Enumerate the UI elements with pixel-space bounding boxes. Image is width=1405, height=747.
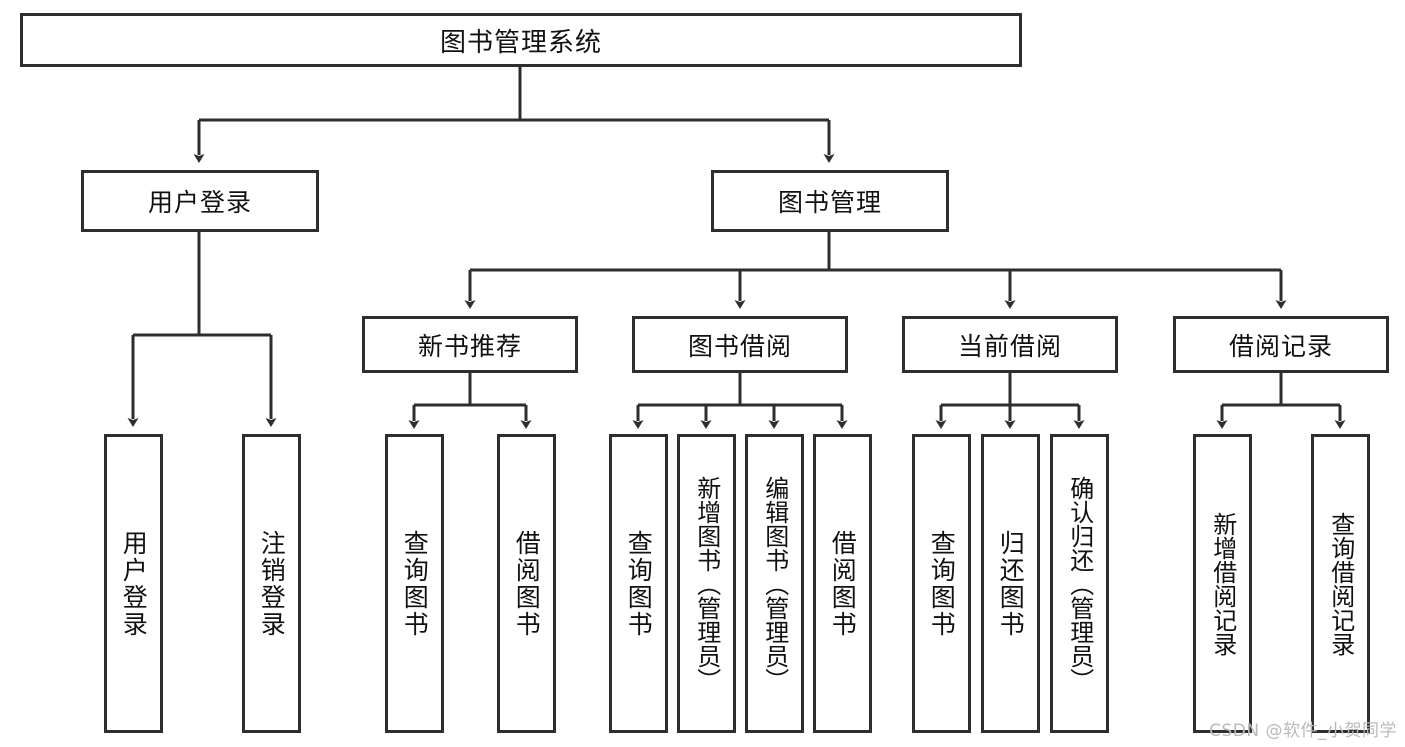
leaf-label: 用户登录 (119, 529, 149, 638)
leaf-new-book-query[interactable]: 查询图书 (385, 434, 444, 733)
leaf-label: 查询图书 (624, 529, 654, 638)
leaf-label: 查询图书 (400, 529, 430, 638)
leaf-label: 查询图书 (927, 529, 957, 638)
leaf-book-borrow-query[interactable]: 查询图书 (609, 434, 668, 733)
node-label: 借阅记录 (1228, 331, 1333, 361)
leaf-borrow-record-query[interactable]: 查询借阅记录 (1311, 434, 1370, 733)
node-label: 当前借阅 (957, 331, 1062, 361)
leaf-book-borrow-borrow[interactable]: 借阅图书 (813, 434, 872, 733)
leaf-label: 确认归还（管理员） (1065, 475, 1094, 692)
node-user-login[interactable]: 用户登录 (81, 170, 319, 232)
node-label: 图书借阅 (687, 331, 792, 361)
node-label: 图书管理 (777, 188, 882, 217)
leaf-label: 归还图书 (996, 529, 1026, 638)
leaf-borrow-record-add[interactable]: 新增借阅记录 (1193, 434, 1252, 733)
node-root-system[interactable]: 图书管理系统 (20, 13, 1022, 67)
leaf-label: 编辑图书（管理员） (760, 475, 789, 692)
leaf-label: 新增借阅记录 (1208, 511, 1237, 656)
leaf-label: 借阅图书 (512, 529, 542, 638)
leaf-current-borrow-query[interactable]: 查询图书 (912, 434, 971, 733)
node-book-borrow[interactable]: 图书借阅 (632, 316, 848, 373)
leaf-new-book-borrow[interactable]: 借阅图书 (497, 434, 556, 733)
node-label: 新书推荐 (417, 331, 522, 361)
leaf-user-login-logout[interactable]: 注销登录 (242, 434, 301, 733)
node-new-book-recommend[interactable]: 新书推荐 (362, 316, 578, 373)
node-label: 图书管理系统 (439, 27, 602, 58)
leaf-label: 借阅图书 (828, 529, 858, 638)
leaf-current-borrow-return[interactable]: 归还图书 (981, 434, 1040, 733)
leaf-label: 查询借阅记录 (1326, 511, 1355, 656)
node-book-management[interactable]: 图书管理 (711, 170, 949, 232)
node-current-borrow[interactable]: 当前借阅 (902, 316, 1118, 373)
csdn-watermark: CSDN @软件_小贺同学 (1209, 721, 1397, 741)
leaf-user-login-login[interactable]: 用户登录 (104, 434, 163, 733)
leaf-label: 注销登录 (257, 529, 287, 638)
node-label: 用户登录 (147, 188, 252, 217)
leaf-book-borrow-add[interactable]: 新增图书（管理员） (677, 434, 736, 733)
leaf-book-borrow-edit[interactable]: 编辑图书（管理员） (745, 434, 804, 733)
node-borrow-record[interactable]: 借阅记录 (1173, 316, 1389, 373)
leaf-label: 新增图书（管理员） (692, 475, 721, 692)
leaf-current-borrow-confirm[interactable]: 确认归还（管理员） (1050, 434, 1109, 733)
